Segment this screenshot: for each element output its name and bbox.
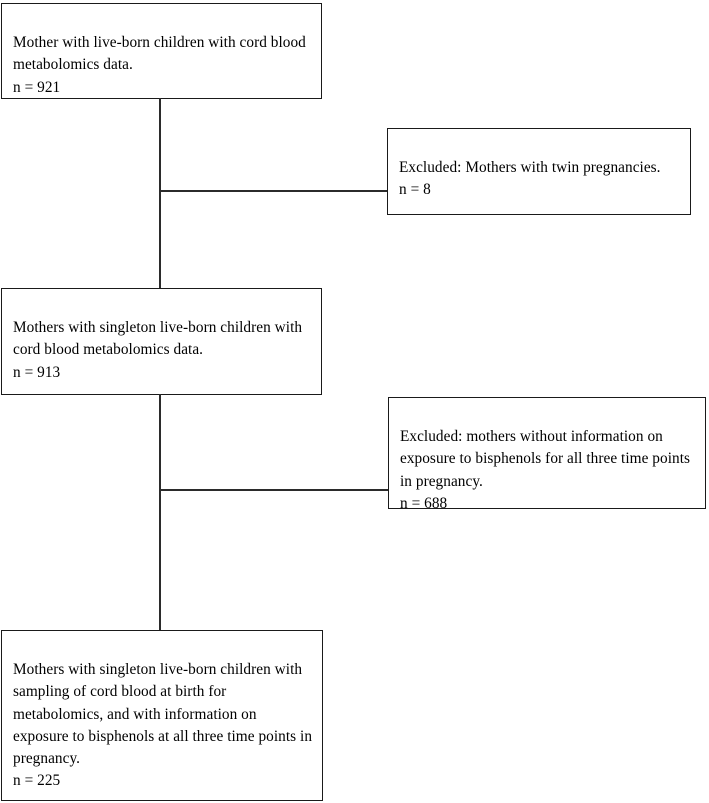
node-cohort-analytic-text: Mothers with singleton live-born childre… (13, 661, 313, 790)
node-exclusion-twin-text: Excluded: Mothers with twin pregnancies.… (399, 159, 661, 199)
connector-branch-twin-exclusion (159, 190, 388, 192)
connector-source-to-singleton (159, 98, 161, 289)
connector-branch-exposure-exclusion (159, 489, 389, 491)
connector-singleton-to-analytic (159, 394, 161, 631)
node-exclusion-exposure: Excluded: mothers without information on… (388, 397, 706, 512)
node-cohort-singleton: Mothers with singleton live-born childre… (1, 288, 322, 395)
node-cohort-source-text: Mother with live-born children with cord… (13, 34, 306, 96)
node-cohort-source: Mother with live-born children with cord… (1, 3, 322, 99)
node-cohort-analytic: Mothers with singleton live-born childre… (1, 630, 323, 801)
node-exclusion-twin: Excluded: Mothers with twin pregnancies.… (387, 128, 691, 215)
node-cohort-singleton-text: Mothers with singleton live-born childre… (13, 319, 303, 381)
node-exclusion-exposure-text: Excluded: mothers without information on… (400, 428, 691, 512)
